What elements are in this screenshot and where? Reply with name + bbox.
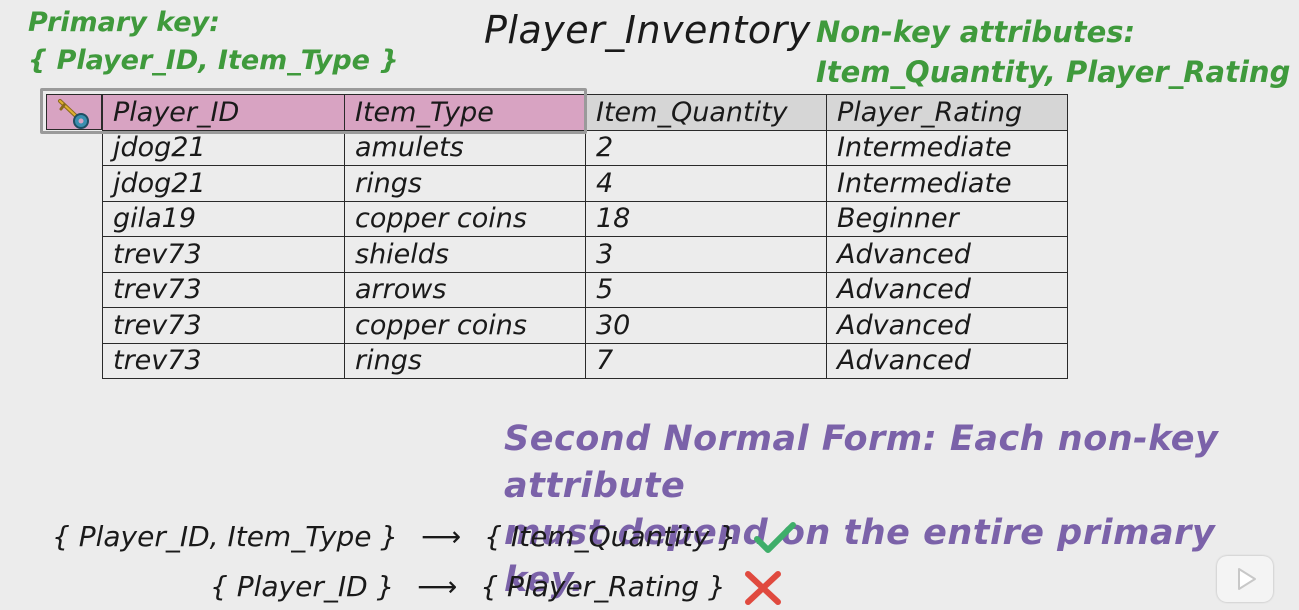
primary-key-value: { Player_ID, Item_Type } [28,45,399,76]
table-cell: rings [344,342,586,379]
table-title: Player_Inventory [484,8,811,52]
player-inventory-table: Player_ID Item_Type Item_Quantity Player… [102,94,1068,379]
table-row: trev73 shields 3 Advanced [102,236,1068,273]
table-cell: jdog21 [102,129,345,166]
dependency-rhs: { Item_Quantity } [484,520,737,553]
table-cell: rings [344,165,586,202]
check-icon [754,522,797,553]
table-row: trev73 arrows 5 Advanced [102,271,1068,308]
table-cell: shields [344,236,586,273]
dependency-rhs: { Player_Rating } [480,570,726,603]
table-cell: trev73 [102,342,345,379]
table-cell: trev73 [102,307,345,344]
table-cell: Intermediate [826,165,1068,202]
key-icon [58,99,89,129]
non-key-label: Non-key attributes: Item_Quantity, Playe… [816,12,1290,92]
dependency-lhs: { Player_ID } [210,570,395,603]
dependency-partial-key: { Player_ID } ⟶ { Player_Rating } [210,570,783,606]
table-row: trev73 copper coins 30 Advanced [102,307,1068,344]
primary-key-label: Primary key: { Player_ID, Item_Type } [28,4,399,80]
non-key-value: Item_Quantity, Player_Rating [816,55,1291,89]
column-header-item-quantity: Item_Quantity [585,94,827,131]
table-row: jdog21 amulets 2 Intermediate [102,129,1068,166]
table-cell: 3 [585,236,827,273]
dependency-lhs: { Player_ID, Item_Type } [52,520,399,553]
rule-line-1: Second Normal Form: Each non-key attribu… [504,419,1219,506]
table-cell: Advanced [826,236,1068,273]
table-cell: copper coins [344,200,586,237]
table-cell: 30 [585,307,827,344]
arrow-icon: ⟶ [417,570,458,603]
primary-key-highlight [40,88,587,134]
column-header-player-id: Player_ID [102,94,345,131]
dependency-full-key: { Player_ID, Item_Type } ⟶ { Item_Quanti… [52,520,797,555]
table-cell: trev73 [102,236,345,273]
column-header-item-type: Item_Type [344,94,586,131]
table-cell: trev73 [102,271,345,308]
table-cell: arrows [344,271,586,308]
table-cell: 7 [585,342,827,379]
cross-icon [744,571,781,605]
table-row: gila19 copper coins 18 Beginner [102,200,1068,237]
column-header-player-rating: Player_Rating [826,94,1068,131]
table-header-row: Player_ID Item_Type Item_Quantity Player… [102,94,1068,131]
play-button[interactable] [1217,556,1273,602]
primary-key-heading: Primary key: [28,7,220,38]
table-cell: 2 [585,129,827,166]
table-row: jdog21 rings 4 Intermediate [102,165,1068,202]
arrow-icon: ⟶ [421,520,462,553]
table-cell: Advanced [826,342,1068,379]
table-cell: 4 [585,165,827,202]
table-row: trev73 rings 7 Advanced [102,342,1068,379]
rule-line-2: must depend on the entire primary key. [504,513,1216,600]
second-normal-form-rule: Second Normal Form: Each non-key attribu… [504,416,1299,604]
table-cell: 18 [585,200,827,237]
table-cell: 5 [585,271,827,308]
non-key-heading: Non-key attributes: [816,15,1136,49]
table-cell: amulets [344,129,586,166]
table-cell: jdog21 [102,165,345,202]
play-icon [1238,568,1256,590]
table-cell: Advanced [826,307,1068,344]
table-cell: Advanced [826,271,1068,308]
table-cell: Beginner [826,200,1068,237]
table-cell: Intermediate [826,129,1068,166]
table-cell: gila19 [102,200,345,237]
table-cell: copper coins [344,307,586,344]
